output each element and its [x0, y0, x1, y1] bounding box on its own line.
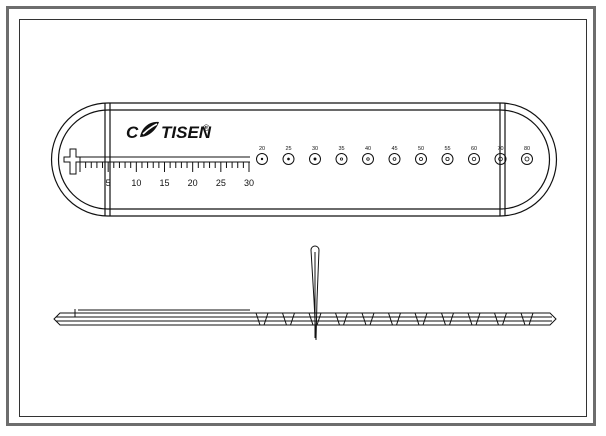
gauge-hole-core: [313, 157, 317, 161]
side-notch: [255, 312, 269, 326]
side-notch: [494, 312, 507, 326]
gauge-hole: [309, 153, 321, 165]
ruler-label: 15: [159, 178, 169, 188]
gauge-size-label: 70: [497, 146, 503, 152]
gauge-size-label: 30: [312, 146, 318, 152]
gauge-hole-core: [339, 157, 344, 161]
gauge-hole-core: [445, 156, 450, 162]
side-notch: [520, 312, 534, 326]
gauge-hole-core: [471, 156, 477, 162]
gauge-size-label: 60: [471, 146, 477, 152]
probe-handle: [310, 245, 320, 341]
side-profile-outline: [53, 312, 557, 326]
ruler-labels: 5 10 15 20 25 30: [106, 178, 254, 188]
side-notches: [255, 312, 534, 326]
ruler-ticks: [79, 162, 250, 172]
gauge-size-label: 50: [418, 146, 424, 152]
gauge-hole-core: [524, 156, 530, 162]
gauge-hole: [362, 153, 374, 165]
gauge-hole: [388, 153, 401, 165]
gauge-size-label: 25: [285, 146, 291, 152]
gauge-holes: 20 25 30 35 40 45 50 55 60 70 80: [256, 146, 533, 165]
brand-prefix: C: [126, 123, 139, 142]
side-notch: [388, 312, 401, 326]
gauge-hole-core: [287, 157, 290, 161]
ruler-label: 5: [106, 178, 111, 188]
gauge-hole: [335, 153, 348, 165]
gauge-hole-core: [419, 157, 423, 161]
measuring-block-top-view: [50, 102, 558, 217]
side-notch: [467, 312, 481, 326]
side-notch: [414, 312, 428, 326]
side-notch: [335, 312, 348, 326]
gauge-size-label: 35: [338, 146, 344, 152]
gauge-hole: [468, 153, 480, 165]
ruler-label: 10: [131, 178, 141, 188]
brand-logo: C TISEN ®: [126, 121, 212, 142]
gauge-hole: [494, 153, 507, 165]
gauge-hole: [441, 153, 454, 165]
gauge-hole: [415, 153, 427, 165]
gauge-hole-core: [498, 156, 503, 162]
brand-registered-mark: ®: [203, 123, 210, 133]
gauge-size-label: 80: [524, 146, 530, 152]
gauge-hole: [256, 153, 268, 165]
gauge-hole: [521, 153, 533, 165]
measuring-block-side-view: [53, 309, 557, 326]
ruler-label: 25: [216, 178, 226, 188]
brand-name: TISEN: [161, 123, 212, 142]
gauge-size-label: 40: [365, 146, 371, 152]
gauge-hole-core: [260, 157, 264, 161]
ruler-label: 20: [188, 178, 198, 188]
gauge-hole-core: [366, 157, 370, 161]
gauge-size-label: 45: [391, 146, 397, 152]
gauge-size-label: 20: [259, 146, 265, 152]
ruler-cross-handle: [63, 148, 81, 175]
ruler: [63, 148, 250, 175]
side-notch: [441, 312, 454, 326]
ruler-label: 30: [244, 178, 254, 188]
gauge-hole: [282, 153, 295, 165]
endodontic-file-probe: [310, 245, 320, 341]
gauge-hole-core: [392, 157, 397, 161]
side-notch: [282, 312, 295, 326]
inner-frame: [19, 19, 587, 417]
block-outline-outer: [50, 102, 558, 217]
gauge-size-label: 55: [444, 146, 450, 152]
leaf-swirl-icon: [140, 121, 159, 137]
side-notch: [361, 312, 375, 326]
